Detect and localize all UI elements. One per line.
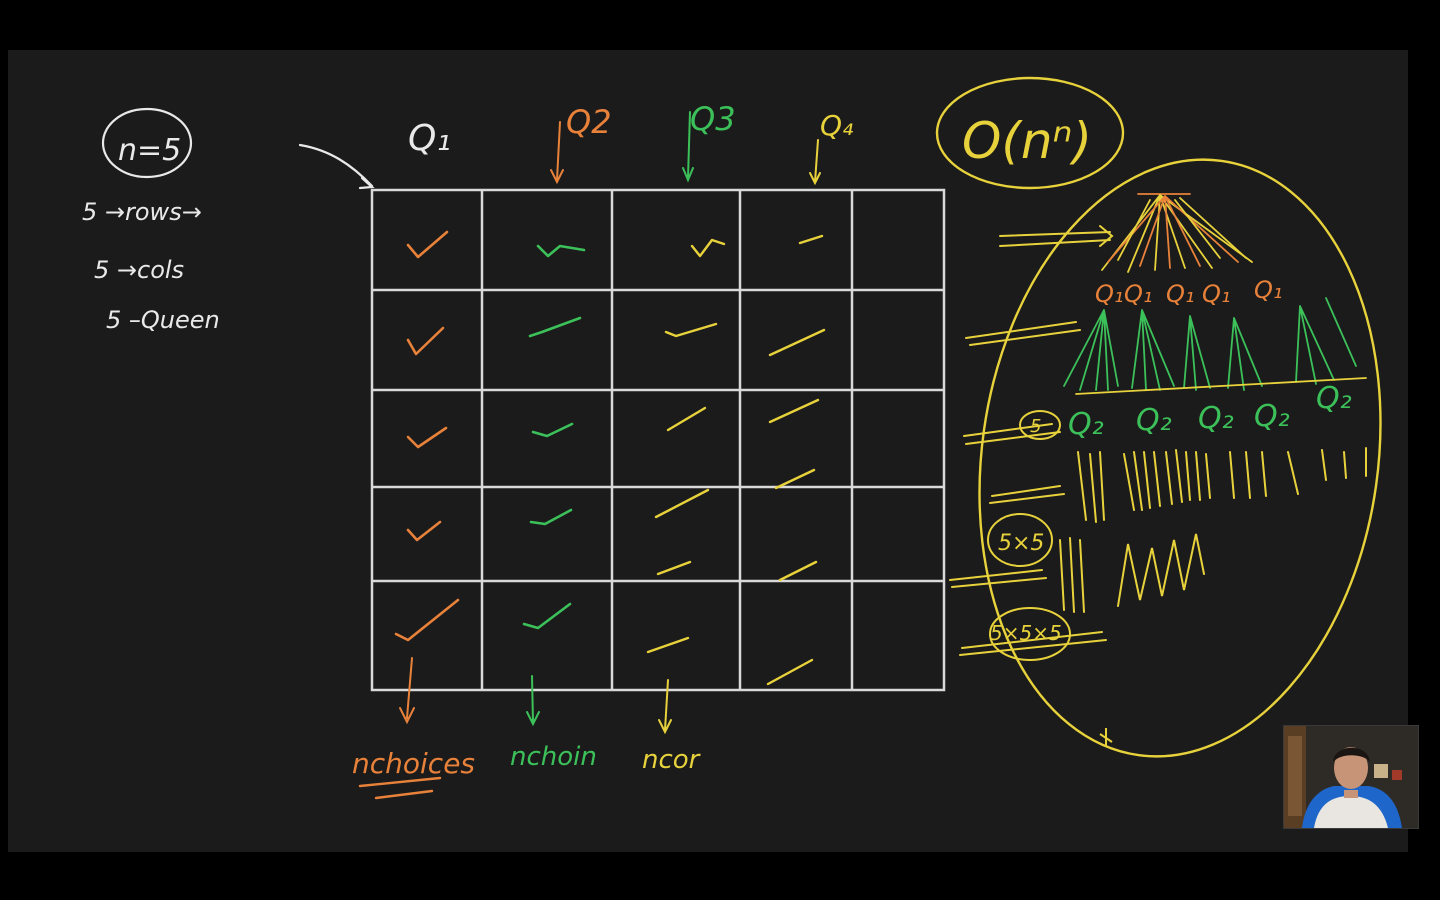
tree-level-1: Q₁ Q₁ Q₁ Q₁ Q₁ xyxy=(1095,276,1283,308)
tree-enclosure xyxy=(978,158,1382,758)
multiplier-5x5: 5×5 xyxy=(998,531,1044,556)
presenter-webcam xyxy=(1283,725,1419,829)
ticks-column-3 xyxy=(646,238,726,654)
tree-level-2: Q₂ Q₂ Q₂ Q₂ Q₂ xyxy=(1068,381,1352,442)
tree-level-2-fans xyxy=(1063,297,1367,395)
tree-level-3-strokes xyxy=(1059,447,1367,613)
arrow-q4 xyxy=(809,139,821,186)
label-nchoin: nchoin xyxy=(510,742,597,772)
tree-q1-d: Q₁ xyxy=(1202,280,1231,308)
label-nchoices: nchoices xyxy=(352,747,475,780)
tree-q1-c: Q₁ xyxy=(1166,280,1195,308)
tree-q1-a: Q₁ xyxy=(1095,280,1124,308)
note-cols: 5 →cols xyxy=(94,256,184,284)
complexity-label: O(nⁿ) xyxy=(962,112,1092,170)
whiteboard-canvas xyxy=(8,50,1408,852)
tree-q2-e: Q₂ xyxy=(1316,381,1352,416)
queen-label-q1: Q₁ xyxy=(408,118,451,159)
underline-nchoices xyxy=(358,776,442,800)
tree-q1-e: Q₁ xyxy=(1254,276,1283,304)
arrow-down-col3 xyxy=(658,679,672,735)
tree-q2-b: Q₂ xyxy=(1136,403,1172,438)
arrow-down-col2 xyxy=(526,675,540,727)
notes xyxy=(101,107,375,190)
row-arrows xyxy=(949,225,1114,656)
note-n-equals-5: n=5 xyxy=(118,133,181,168)
arrow-q2 xyxy=(550,121,564,185)
multiplier-circles xyxy=(987,410,1071,661)
ticks-column-2 xyxy=(522,244,586,630)
chess-grid xyxy=(370,188,946,692)
queen-label-q4: Q₄ xyxy=(820,109,853,142)
multiplier-5: 5 xyxy=(1030,416,1041,437)
label-ncor: ncor xyxy=(642,745,702,775)
tree-q2-c: Q₂ xyxy=(1198,401,1234,436)
note-queen: 5 –Queen xyxy=(106,306,220,334)
webcam-person-icon xyxy=(1284,726,1418,828)
pointer-arrow xyxy=(298,143,374,188)
ticks-column-4 xyxy=(766,234,826,686)
queen-label-q3: Q3 xyxy=(690,100,736,138)
n-equals-5-circle xyxy=(101,107,193,179)
ticks-column-1 xyxy=(394,230,460,642)
tree-q1-b: Q₁ xyxy=(1124,280,1153,308)
tree-root-fan xyxy=(1101,193,1253,273)
arrow-down-col1 xyxy=(399,657,415,725)
complexity-circle xyxy=(935,76,1125,190)
queen-label-q2: Q2 xyxy=(566,103,612,141)
arrow-q3 xyxy=(682,111,694,183)
tree-q2-d: Q₂ xyxy=(1254,399,1290,434)
ellipse-mark xyxy=(1099,728,1113,746)
multiplier-5x5x5: 5×5×5 xyxy=(990,621,1062,645)
tree-q2-a: Q₂ xyxy=(1068,407,1104,442)
note-rows: 5 →rows→ xyxy=(82,198,202,226)
